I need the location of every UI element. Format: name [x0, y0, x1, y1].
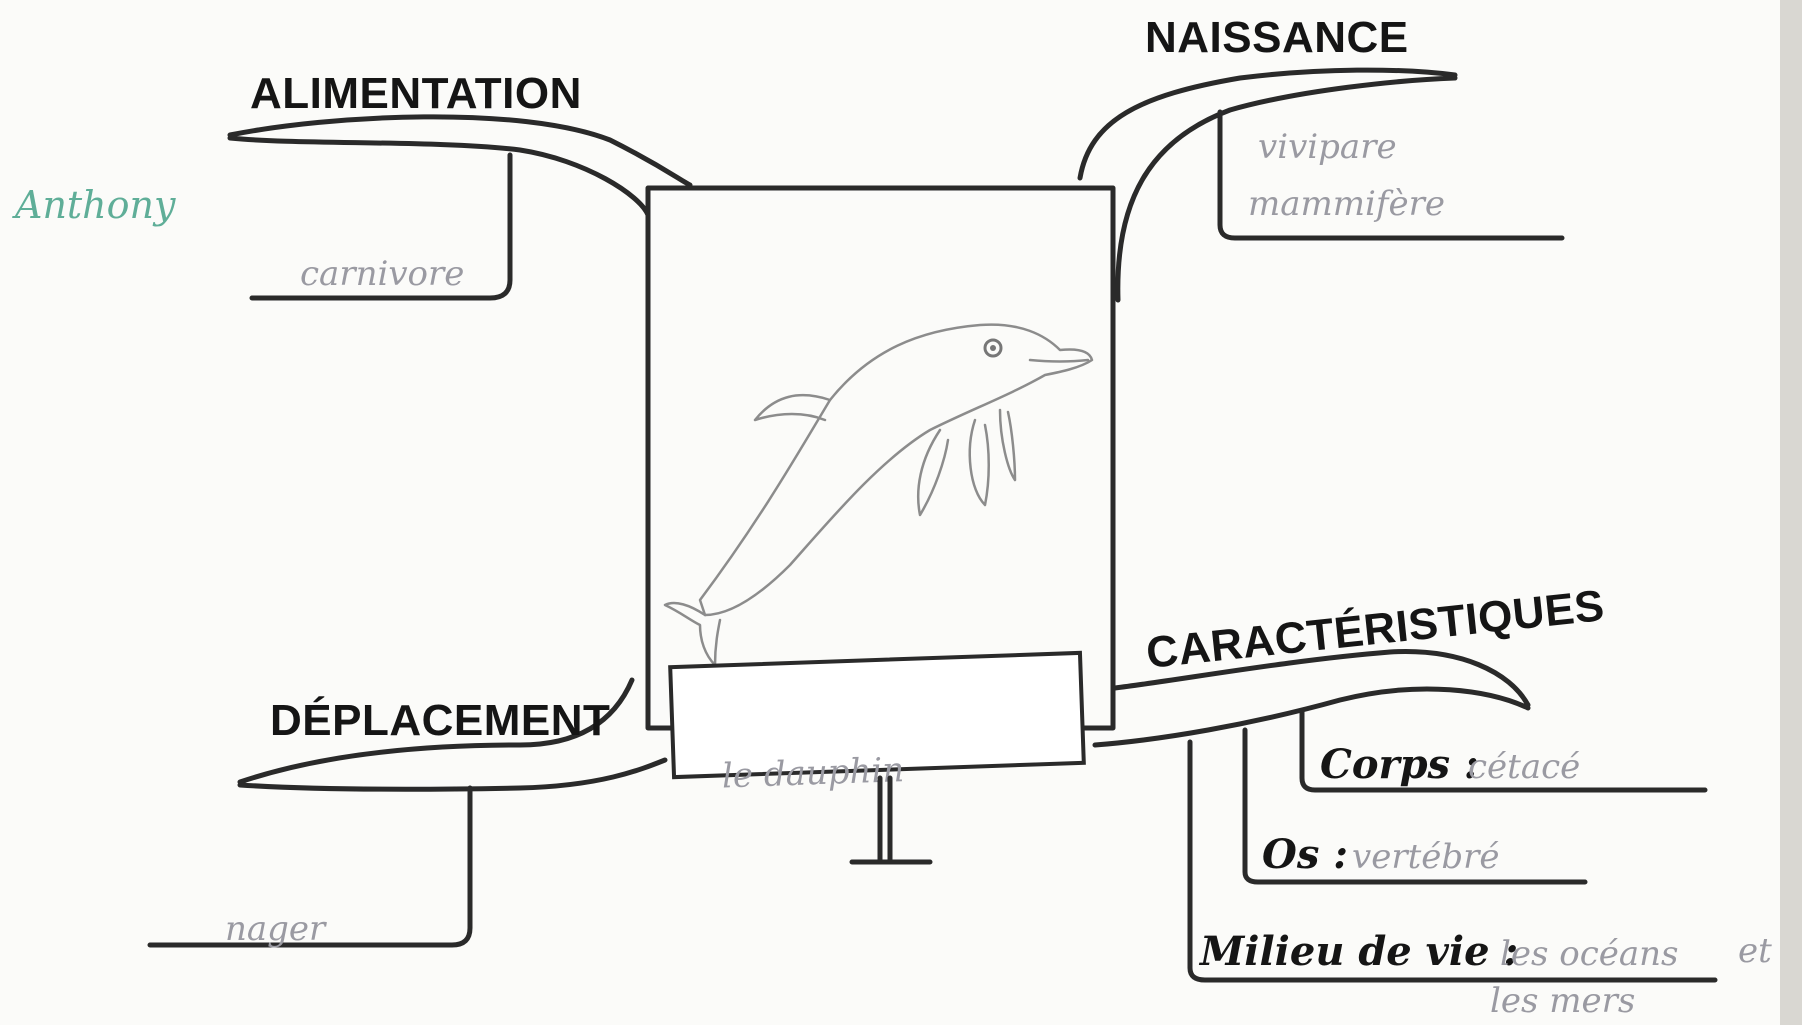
caracteristiques-connector-milieu	[1187, 739, 1718, 983]
corps-value: cétacé	[1468, 747, 1580, 787]
branch-caracteristiques-ribbon	[1092, 649, 1531, 748]
center-picture: le dauphin	[645, 185, 1116, 865]
caption-stand	[849, 775, 933, 865]
student-name: Anthony	[12, 183, 176, 227]
corps-label: Corps :	[1320, 741, 1479, 788]
caracteristiques-connector-corps	[1299, 709, 1708, 793]
branch-caracteristiques: CARACTÉRISTIQUES Corps : cétacé Os : ver…	[1092, 580, 1772, 1021]
dolphin-drawing-icon	[663, 323, 1094, 667]
caption-text: le dauphin	[721, 750, 904, 796]
picture-frame	[645, 185, 1116, 731]
naissance-item-mammifere: mammifère	[1248, 184, 1445, 224]
deplacement-item-nager: nager	[225, 909, 327, 949]
branch-deplacement: DÉPLACEMENT nager	[147, 677, 668, 949]
branch-deplacement-ribbon	[237, 677, 668, 792]
branch-naissance: NAISSANCE vivipare mammifère	[1077, 13, 1565, 303]
branch-naissance-ribbon	[1077, 67, 1458, 303]
caracteristiques-connector-os	[1242, 727, 1588, 885]
branch-alimentation-ribbon	[227, 114, 693, 218]
os-label: Os :	[1262, 831, 1348, 878]
branch-title-naissance: NAISSANCE	[1145, 13, 1409, 62]
caption-board	[668, 650, 1086, 780]
naissance-item-vivipare: vivipare	[1258, 127, 1397, 167]
paper-edge	[1780, 0, 1802, 1025]
milieu-value2: les mers	[1490, 981, 1635, 1021]
milieu-value: les océans	[1500, 934, 1679, 974]
milieu-label: Milieu de vie :	[1198, 928, 1518, 975]
branch-alimentation: ALIMENTATION carnivore	[227, 69, 693, 301]
branch-title-alimentation: ALIMENTATION	[250, 69, 582, 118]
milieu-extra: et	[1738, 931, 1772, 971]
branch-title-caracteristiques: CARACTÉRISTIQUES	[1144, 580, 1607, 678]
branch-title-deplacement: DÉPLACEMENT	[270, 695, 610, 745]
os-value: vertébré	[1352, 837, 1500, 877]
branch-deplacement-connector	[147, 785, 473, 948]
branch-alimentation-connector	[249, 152, 513, 301]
alimentation-item-carnivore: carnivore	[300, 254, 464, 294]
branch-naissance-connector	[1217, 109, 1565, 241]
